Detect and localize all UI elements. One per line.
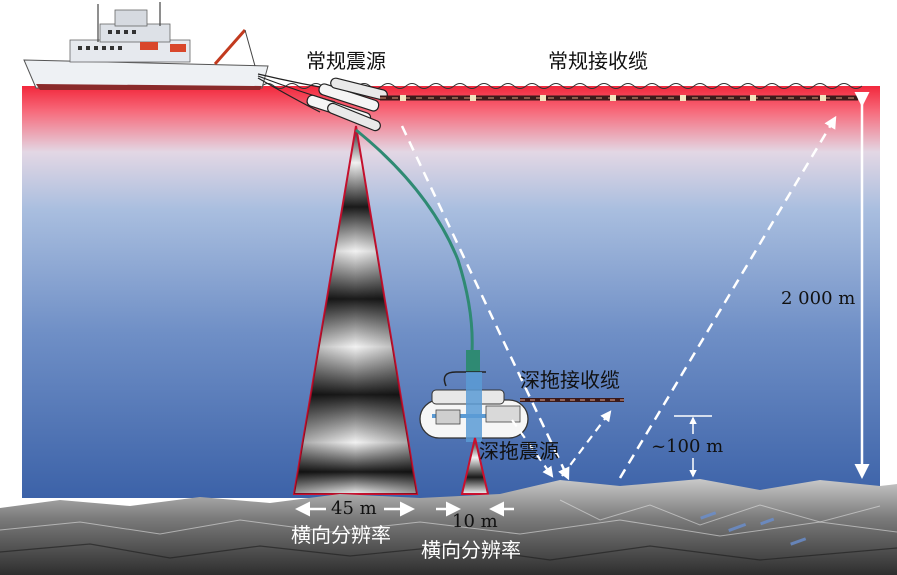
deep-tow-fresnel-cone xyxy=(460,437,490,495)
seafloor xyxy=(0,479,897,575)
deep-tow-cable xyxy=(355,128,474,353)
lateral-resolution-label-1: 横向分辨率 xyxy=(291,523,391,547)
altitude-100-marker xyxy=(674,415,712,478)
conventional-streamer xyxy=(380,95,858,101)
conventional-source-array xyxy=(306,77,388,132)
depth-100-label: ~100 m xyxy=(651,436,724,457)
research-ship xyxy=(23,2,269,90)
deep-tow-streamer-label: 深拖接收缆 xyxy=(520,368,620,392)
deep-tow-ray-paths xyxy=(511,410,612,478)
conventional-ray-paths xyxy=(400,115,837,481)
conventional-source-label: 常规震源 xyxy=(306,49,386,73)
depth-2000-label: 2 000 m xyxy=(781,288,856,309)
conventional-fresnel-cone xyxy=(292,125,419,495)
width-45-label: 45 m xyxy=(331,498,377,519)
lateral-resolution-label-2: 横向分辨率 xyxy=(421,538,521,562)
deep-tow-source-label: 深拖震源 xyxy=(479,439,559,463)
deep-tow-vehicle xyxy=(419,350,529,442)
width-10-label: 10 m xyxy=(452,511,498,532)
conventional-streamer-label: 常规接收缆 xyxy=(548,49,648,73)
